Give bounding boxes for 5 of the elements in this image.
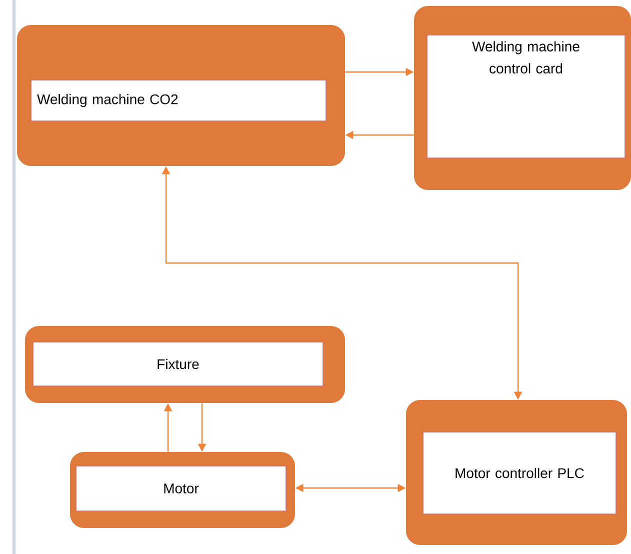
process-box: Fixture bbox=[25, 326, 345, 403]
process-box: Welding machine CO2 bbox=[17, 25, 345, 166]
process-box: Motor bbox=[70, 452, 295, 528]
process-box: Welding machine control card bbox=[414, 6, 631, 190]
process-box: Motor controller PLC bbox=[406, 400, 627, 545]
